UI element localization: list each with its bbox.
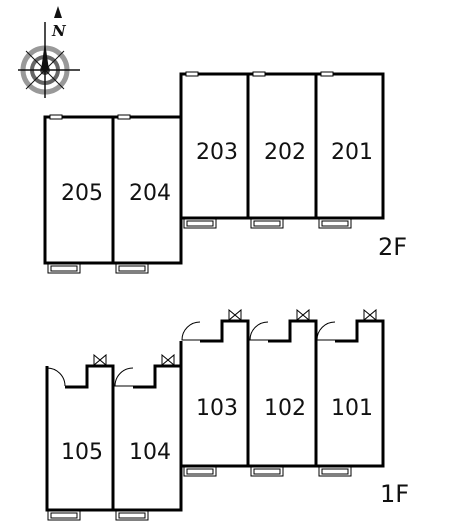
balcony-icon (183, 466, 217, 477)
window-icon (185, 71, 199, 77)
unit-label-204: 204 (129, 181, 171, 206)
unit-label-102: 102 (264, 396, 306, 421)
compass-north-label: N (51, 22, 67, 40)
unit-label-103: 103 (196, 396, 238, 421)
floor-1f: 105 104 103 102 101 1F (45, 308, 409, 521)
balcony-icon (47, 263, 81, 274)
unit-label-202: 202 (264, 140, 306, 165)
window-icon (117, 114, 131, 120)
window-icon (49, 114, 63, 120)
unit-outline-105 (45, 364, 115, 512)
balcony-icon (318, 466, 352, 477)
unit-label-201: 201 (331, 140, 373, 165)
unit-label-203: 203 (196, 140, 238, 165)
compass-icon: N (18, 6, 80, 98)
window-icon (252, 71, 266, 77)
balcony-icon (250, 466, 284, 477)
unit-outline-101 (314, 319, 385, 468)
unit-outline-104 (111, 364, 183, 512)
door-icon (46, 321, 336, 387)
unit-label-101: 101 (331, 396, 373, 421)
unit-outline-103 (179, 319, 250, 468)
balcony-icon (47, 510, 81, 521)
window-icon (320, 71, 334, 77)
building-outline-2f (43, 72, 385, 265)
unit-label-105: 105 (61, 440, 103, 465)
unit-label-205: 205 (61, 181, 103, 206)
meter-box-icon (93, 308, 377, 367)
balcony-icon (115, 510, 149, 521)
balcony-icon (250, 218, 284, 229)
unit-outline-102 (246, 319, 318, 468)
balcony-icon (115, 263, 149, 274)
floor-2f: 205 204 203 202 201 2F (43, 71, 407, 274)
unit-label-104: 104 (129, 440, 171, 465)
floor-label-1f: 1F (380, 480, 409, 508)
floor-label-2f: 2F (378, 233, 407, 261)
balcony-icon (183, 218, 217, 229)
balcony-icon (318, 218, 352, 229)
